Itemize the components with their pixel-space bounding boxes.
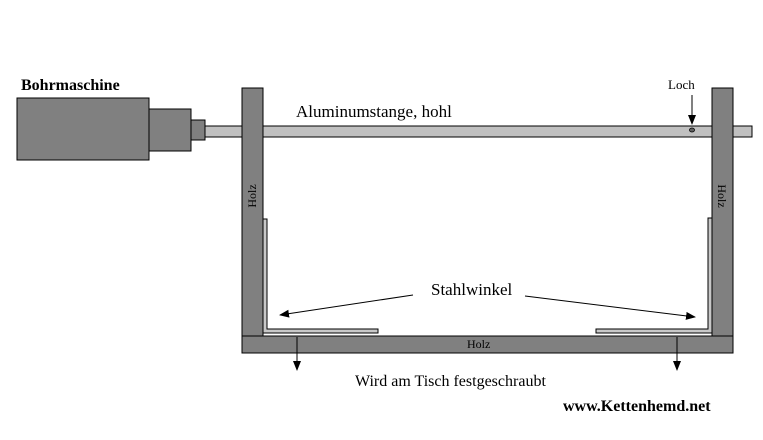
tube-label: Aluminumstange, hohl — [296, 102, 452, 121]
wood-post-right — [711, 87, 734, 339]
steel-angles-label: Stahlwinkel — [431, 280, 513, 299]
steel-angle-left — [262, 218, 379, 334]
steel-angle-arrow-right — [524, 295, 696, 320]
wood-right-label: Holz — [715, 184, 729, 208]
wood-base-label: Holz — [467, 337, 491, 351]
drill-label: Bohrmaschine — [21, 77, 120, 94]
wood-base — [241, 335, 734, 354]
steel-angle-right — [595, 217, 713, 334]
steel-angle-arrow-left — [279, 294, 414, 318]
drill-body — [16, 97, 150, 161]
aluminium-tube — [204, 125, 753, 138]
mounting-label: Wird am Tisch festgeschraubt — [355, 373, 546, 390]
drill-chuck — [190, 119, 206, 141]
wood-post-left — [241, 87, 264, 339]
hole-label: Loch — [668, 77, 695, 92]
drill-neck — [148, 108, 192, 152]
website-label: www.Kettenhemd.net — [563, 398, 711, 415]
wood-left-label: Holz — [245, 184, 259, 208]
hole-mark — [689, 127, 695, 133]
